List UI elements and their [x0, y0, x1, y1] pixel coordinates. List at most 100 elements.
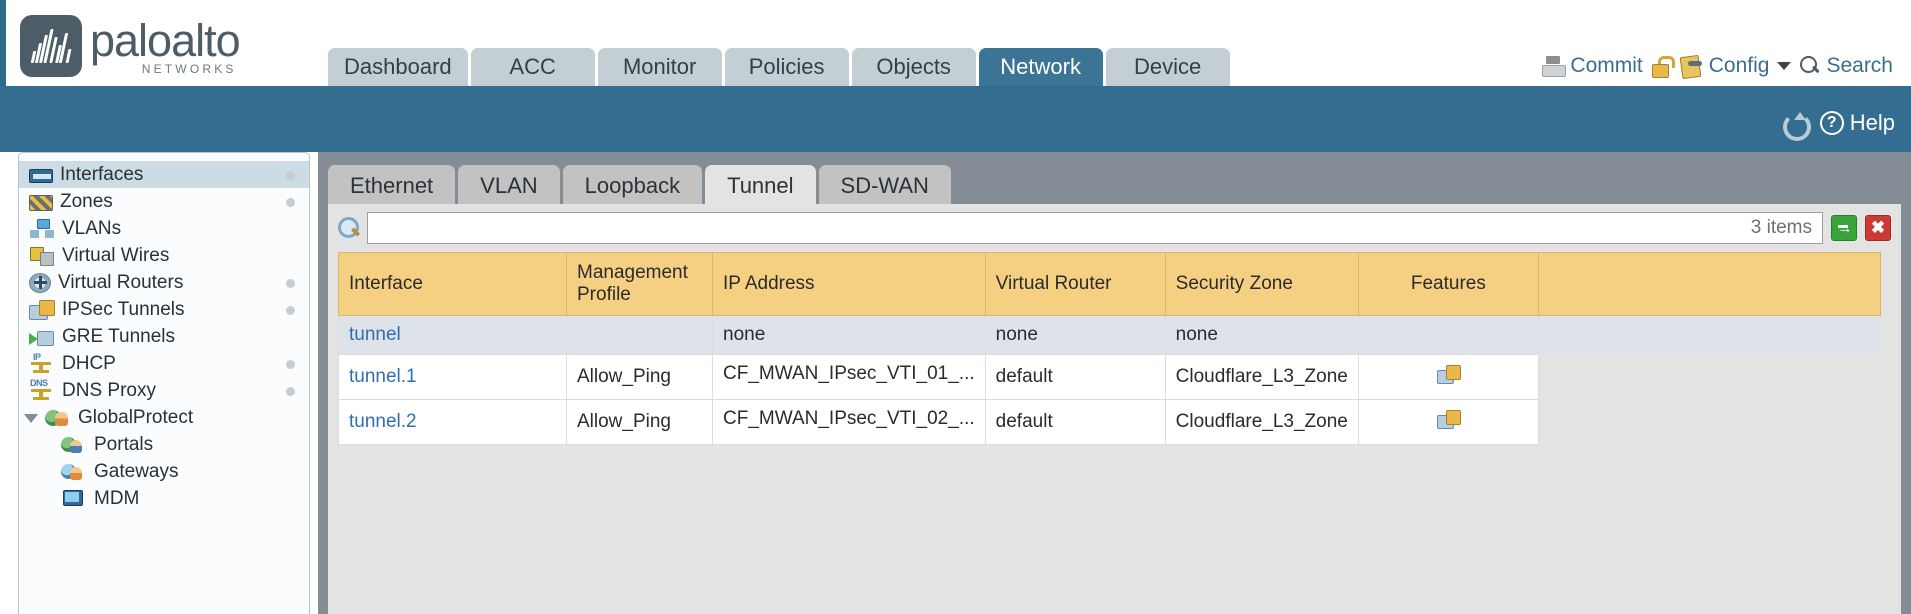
cell-interface[interactable]: tunnel.1 [338, 354, 567, 400]
column-header-security-zone[interactable]: Security Zone [1164, 252, 1359, 316]
apply-filter-button[interactable]: → [1831, 215, 1857, 241]
expander-triangle-icon[interactable] [24, 413, 38, 423]
search-label: Search [1826, 54, 1893, 77]
column-header-management-profile[interactable]: Management Profile [566, 252, 713, 316]
sidebar-label-globalprotect: GlobalProtect [78, 406, 194, 428]
mdm-icon [61, 489, 87, 509]
cell-ip-address: none [712, 315, 986, 355]
sidebar-item-interfaces[interactable]: Interfaces [19, 161, 309, 188]
nav-tab-acc[interactable]: ACC [470, 48, 595, 86]
tab-sdwan[interactable]: SD-WAN [818, 165, 951, 206]
cell-virtual-router: none [984, 315, 1166, 355]
search-row: 3 items → ✖ [328, 204, 1901, 252]
help-icon: ? [1819, 111, 1844, 135]
sidebar-label-portals: Portals [94, 433, 154, 455]
sidebar-item-dhcp[interactable]: DHCP [19, 350, 309, 377]
sidebar-label-gateways: Gateways [94, 460, 179, 482]
interfaces-icon [29, 169, 53, 183]
cell-interface[interactable]: tunnel.2 [338, 399, 567, 445]
main-nav-tabs: Dashboard ACC Monitor Policies Objects N… [328, 46, 1233, 86]
tab-ethernet[interactable]: Ethernet [328, 165, 456, 206]
cell-ip-address-text: CF_MWAN_IPsec_VTI_01_... [723, 363, 975, 384]
vlans-icon [29, 218, 55, 239]
brand-tagline: NETWORKS [141, 62, 237, 76]
clear-filter-button[interactable]: ✖ [1865, 215, 1891, 241]
sidebar-item-gre-tunnels[interactable]: GRE Tunnels [19, 323, 309, 350]
sidebar-item-zones[interactable]: Zones [19, 188, 309, 215]
cell-security-zone: Cloudflare_L3_Zone [1164, 354, 1359, 400]
table-row[interactable]: tunnel none none none [338, 315, 1881, 355]
nav-tab-monitor[interactable]: Monitor [597, 48, 722, 86]
commit-label: Commit [1570, 54, 1643, 77]
band-actions: ? Help [1781, 110, 1895, 141]
dhcp-icon [29, 352, 55, 374]
sidebar-item-mdm[interactable]: MDM [19, 485, 309, 512]
cell-spacer [1538, 315, 1881, 355]
cell-management-profile [566, 315, 713, 355]
ipsec-feature-icon [1437, 365, 1462, 384]
sidebar-item-dns-proxy[interactable]: DNS Proxy [19, 377, 309, 404]
search-icon [1800, 56, 1820, 76]
nav-tab-device[interactable]: Device [1105, 48, 1230, 86]
virtual-wires-icon [29, 246, 55, 266]
virtual-routers-icon [29, 272, 51, 293]
tab-tunnel[interactable]: Tunnel [705, 165, 816, 206]
config-key-icon [1681, 56, 1703, 76]
close-icon: ✖ [1870, 218, 1886, 237]
cell-ip-address: CF_MWAN_IPsec_VTI_01_... [712, 354, 986, 400]
sidebar-label-vlans: VLANs [62, 217, 122, 239]
help-label: Help [1849, 110, 1895, 135]
interface-type-tabs: Ethernet VLAN Loopback Tunnel SD-WAN [328, 163, 954, 206]
refresh-icon[interactable] [1781, 111, 1811, 141]
help-button[interactable]: ? Help [1819, 110, 1895, 136]
sidebar-item-globalprotect[interactable]: GlobalProtect [19, 404, 309, 431]
magnifier-icon[interactable] [338, 216, 361, 240]
nav-tab-dashboard[interactable]: Dashboard [328, 48, 468, 86]
cell-spacer [1538, 399, 1881, 445]
column-header-ip-address[interactable]: IP Address [712, 252, 986, 316]
nav-tab-objects[interactable]: Objects [851, 48, 976, 86]
cell-interface[interactable]: tunnel [338, 315, 567, 355]
paloalto-logo-icon [20, 15, 82, 77]
sidebar-status-dot [286, 386, 295, 396]
search-button[interactable]: Search [1800, 54, 1893, 78]
cell-virtual-router: default [984, 354, 1166, 400]
content-area: Ethernet VLAN Loopback Tunnel SD-WAN 3 i… [318, 152, 1911, 614]
column-header-virtual-router[interactable]: Virtual Router [984, 252, 1166, 316]
tunnel-interfaces-table: Interface Management Profile IP Address … [338, 252, 1882, 445]
cell-features [1357, 399, 1539, 445]
sidebar-status-dot [286, 197, 295, 207]
globalprotect-icon [45, 408, 71, 428]
commit-button[interactable]: Commit [1542, 54, 1643, 78]
sidebar-item-vlans[interactable]: VLANs [19, 215, 309, 242]
nav-tab-policies[interactable]: Policies [724, 48, 849, 86]
brand-logo: paloalto NETWORKS [20, 12, 241, 77]
filter-input[interactable]: 3 items [367, 212, 1823, 244]
sidebar-item-gateways[interactable]: Gateways [19, 458, 309, 485]
column-header-interface[interactable]: Interface [338, 252, 567, 316]
gre-tunnels-icon [29, 327, 55, 347]
sidebar-item-virtual-wires[interactable]: Virtual Wires [19, 242, 309, 269]
column-header-features[interactable]: Features [1357, 252, 1539, 316]
sidebar-label-virtual-wires: Virtual Wires [62, 244, 170, 266]
sidebar-item-ipsec-tunnels[interactable]: IPSec Tunnels [19, 296, 309, 323]
table-header-row: Interface Management Profile IP Address … [338, 252, 1882, 316]
table-row[interactable]: tunnel.1 Allow_Ping CF_MWAN_IPsec_VTI_01… [338, 354, 1881, 400]
app-header: paloalto NETWORKS Dashboard ACC Monitor … [0, 0, 1911, 86]
config-menu[interactable]: Config [1681, 54, 1792, 78]
cell-management-profile: Allow_Ping [566, 354, 713, 400]
cell-ip-address: CF_MWAN_IPsec_VTI_02_... [712, 399, 986, 445]
tab-vlan[interactable]: VLAN [458, 165, 560, 206]
sidebar-item-virtual-routers[interactable]: Virtual Routers [19, 269, 309, 296]
cell-virtual-router: default [984, 399, 1166, 445]
sidebar-item-portals[interactable]: Portals [19, 431, 309, 458]
tunnel-panel: 3 items → ✖ Interface Management Profile… [328, 204, 1901, 614]
tab-loopback[interactable]: Loopback [562, 165, 703, 206]
nav-tab-network[interactable]: Network [978, 48, 1103, 86]
sidebar-status-dot [286, 359, 295, 369]
unlock-icon[interactable] [1651, 56, 1675, 78]
sidebar-status-dot [286, 170, 295, 180]
chevron-down-icon [1777, 62, 1792, 70]
ipsec-feature-icon [1437, 410, 1462, 429]
table-row[interactable]: tunnel.2 Allow_Ping CF_MWAN_IPsec_VTI_02… [338, 399, 1881, 445]
